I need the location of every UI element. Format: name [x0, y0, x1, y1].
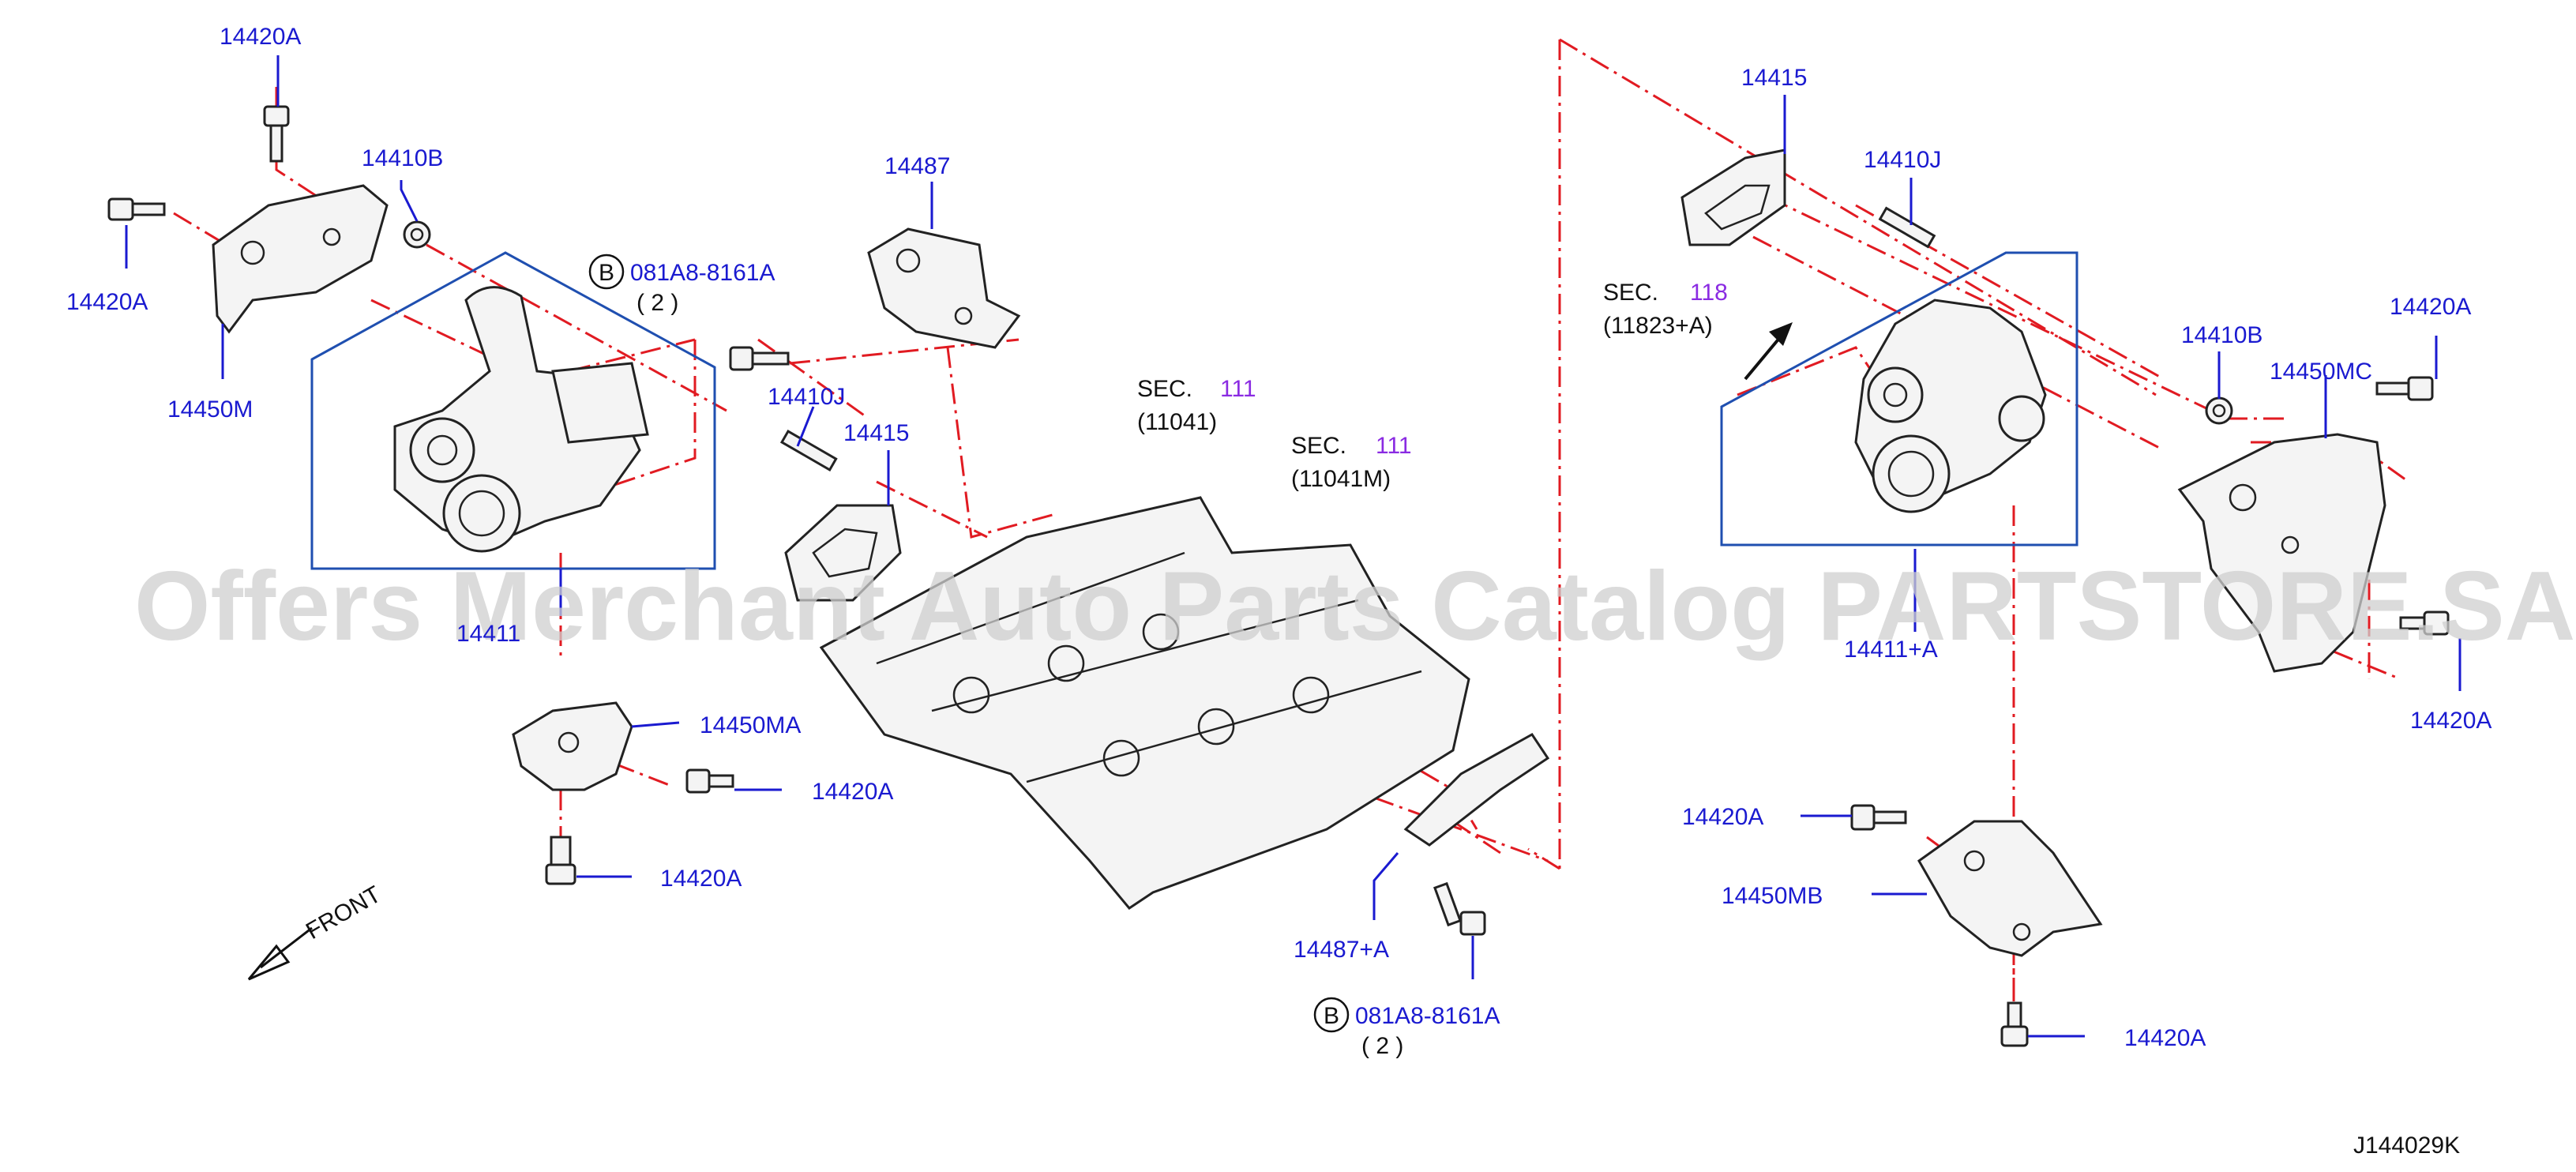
bolt-ref-2-badge: B — [1324, 1003, 1339, 1029]
sec-ref-2-num: 111 — [1376, 433, 1412, 459]
label-l15[interactable]: 14410B — [2181, 322, 2262, 348]
bracket-14450MB — [1917, 820, 2103, 957]
label-l3[interactable]: 14420A — [66, 289, 148, 315]
bolt-14420A-c — [685, 768, 734, 794]
bolt-ref-2[interactable]: B 081A8-8161A ( 2 ) — [1313, 997, 1500, 1059]
watermark: Offers Merchant Auto Parts Catalog PARTS… — [134, 552, 2575, 661]
label-l2[interactable]: 14410B — [362, 145, 443, 171]
part-labels: 14420A 14410B 14420A 14450M 14487 14410J… — [66, 24, 2492, 1051]
bolt-ref-1[interactable]: B 081A8-8161A ( 2 ) — [588, 254, 775, 316]
label-l13[interactable]: 14415 — [1741, 65, 1807, 91]
bolt-081A8-a — [729, 346, 790, 371]
bolt-ref-1-badge-circle — [588, 254, 625, 290]
label-l8[interactable]: 14411 — [456, 621, 520, 647]
bolt-ref-2-part: 081A8-8161A — [1355, 1003, 1500, 1029]
label-l6[interactable]: 14410J — [768, 384, 845, 410]
sec-ref-3-prefix: SEC. — [1603, 280, 1658, 306]
gasket-14415-b — [1680, 148, 1786, 246]
label-l11[interactable]: 14420A — [660, 866, 742, 892]
sec-ref-3[interactable]: SEC. 118 (11823+A) — [1603, 280, 1728, 339]
sec-ref-2-sub: (11041M) — [1291, 466, 1391, 492]
front-label: FRONT — [302, 881, 385, 945]
label-l10[interactable]: 14420A — [812, 779, 893, 805]
bolt-081A8-b — [1433, 881, 1486, 936]
bolt-ref-1-part: 081A8-8161A — [630, 260, 775, 286]
bolt-14420A-g — [1850, 804, 1907, 831]
bolt-14420A-b — [107, 197, 166, 221]
bolt-ref-1-qty: ( 2 ) — [636, 290, 678, 316]
label-l16[interactable]: 14420A — [2390, 294, 2471, 320]
arrow-up-right-icon — [1744, 322, 1793, 381]
turbocharger-14411 — [393, 286, 649, 553]
label-l18[interactable]: 14411+A — [1844, 637, 1938, 663]
sec-ref-3-sub: (11823+A) — [1603, 313, 1713, 339]
bracket-14450MC — [2177, 433, 2386, 673]
sec-ref-2[interactable]: SEC. 111 (11041M) — [1291, 433, 1412, 492]
leader-lines — [125, 55, 2461, 1038]
bracket-14487 — [867, 227, 1021, 349]
label-l14[interactable]: 14410J — [1864, 147, 1941, 173]
bolt-14420A-d — [545, 836, 576, 885]
label-l4[interactable]: 14450M — [167, 396, 253, 423]
sec-ref-2-prefix: SEC. — [1291, 433, 1346, 459]
bolt-14420A-f — [2399, 610, 2450, 636]
sec-ref-3-num: 118 — [1690, 280, 1728, 306]
label-l7[interactable]: 14415 — [843, 420, 909, 446]
label-l9[interactable]: 14450MA — [700, 712, 801, 738]
label-l12[interactable]: 14487+A — [1294, 937, 1389, 963]
stud-14410J-a — [779, 430, 838, 471]
nut-14410B-a — [403, 220, 431, 249]
bolt-14420A-a — [263, 105, 290, 163]
cylinder-head — [819, 496, 1470, 910]
nut-14410B-b — [2205, 396, 2233, 425]
front-arrow-icon — [247, 926, 313, 981]
bolt-ref-1-badge: B — [599, 260, 614, 286]
label-l17[interactable]: 14450MC — [2270, 359, 2372, 385]
detail-box-right — [1720, 251, 2078, 547]
label-l20[interactable]: 14420A — [1682, 804, 1763, 830]
bracket-14450MA — [512, 701, 633, 791]
bolt-ref-2-qty: ( 2 ) — [1361, 1033, 1403, 1059]
sec-ref-1[interactable]: SEC. 111 (11041) — [1137, 376, 1256, 435]
diagram-code: J144029K — [2353, 1133, 2460, 1159]
stud-14410J-b — [1878, 206, 1936, 249]
detail-box-left — [310, 251, 716, 570]
bracket-14487A — [1403, 733, 1550, 847]
turbocharger-14411A — [1854, 299, 2047, 513]
bolt-ref-2-badge-circle — [1313, 997, 1350, 1033]
label-l5[interactable]: 14487 — [884, 153, 950, 179]
label-l19[interactable]: 14420A — [2410, 708, 2492, 734]
bracket-14450M — [212, 184, 389, 334]
bolt-14420A-h — [2000, 1001, 2029, 1047]
sec-ref-1-prefix: SEC. — [1137, 376, 1192, 402]
bolt-14420A-e — [2375, 376, 2434, 401]
sec-ref-1-sub: (11041) — [1137, 409, 1217, 435]
label-l1[interactable]: 14420A — [220, 24, 301, 50]
sec-ref-1-num: 111 — [1220, 376, 1256, 402]
label-l21[interactable]: 14450MB — [1722, 883, 1823, 909]
label-l22[interactable]: 14420A — [2124, 1025, 2206, 1051]
gasket-14415-a — [784, 504, 902, 602]
